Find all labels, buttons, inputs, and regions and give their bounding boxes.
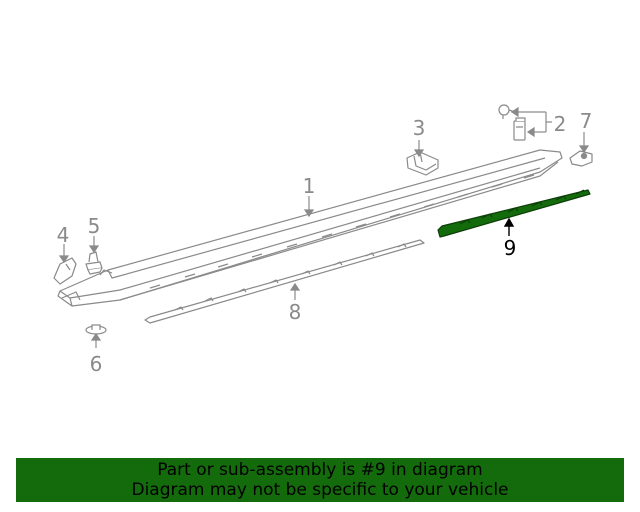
- part-5-push-clip: [85, 251, 103, 275]
- banner-line-1: Part or sub-assembly is #9 in diagram: [157, 460, 483, 480]
- callout-5: 5: [88, 214, 101, 238]
- part-8-lower-trim: [144, 239, 425, 324]
- banner-line-2: Diagram may not be specific to your vehi…: [131, 480, 509, 500]
- part-6-fastener: [85, 324, 107, 335]
- part-info-banner: Part or sub-assembly is #9 in diagram Di…: [16, 458, 624, 502]
- callout-3: 3: [413, 116, 426, 140]
- part-2-clip-and-nut: [498, 104, 526, 141]
- part-4-end-cap: [53, 257, 77, 285]
- leader-lines: [58, 106, 590, 348]
- part-3-bracket: [406, 151, 439, 176]
- callout-4: 4: [57, 223, 70, 247]
- callout-6: 6: [90, 352, 103, 376]
- part-9-highlighted-moulding: [437, 189, 591, 238]
- leader-line-9: [503, 217, 515, 236]
- part-7-retainer: [569, 150, 593, 167]
- part-1-rocker-panel: [57, 149, 563, 307]
- callout-8: 8: [289, 300, 302, 324]
- callout-7: 7: [580, 109, 593, 133]
- callout-9: 9: [504, 236, 517, 260]
- callout-2: 2: [554, 112, 567, 136]
- callout-1: 1: [303, 174, 316, 198]
